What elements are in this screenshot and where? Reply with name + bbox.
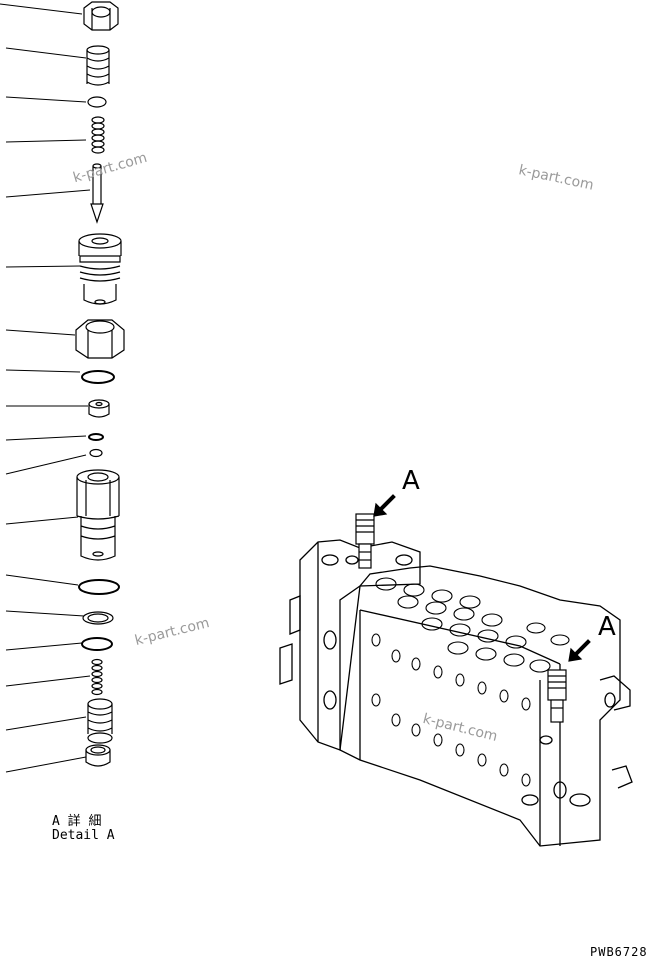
relief-valve-upper [355, 513, 375, 569]
relief-valve-right [547, 669, 567, 723]
small-oring-4 [89, 448, 103, 458]
detail-title-jp: A 詳 細 [52, 814, 102, 829]
oring-2 [81, 370, 115, 384]
spring-plug [86, 45, 110, 86]
hex-nut-large [75, 319, 125, 359]
threaded-plug [87, 698, 113, 744]
drawing-code: PWB6728 [590, 945, 648, 959]
hex-nut-top [83, 1, 119, 31]
valve-body-lower [76, 469, 120, 561]
small-oring-3 [88, 433, 104, 441]
small-oring-1 [87, 96, 107, 108]
small-spring [91, 116, 105, 154]
leader-lines [0, 3, 91, 773]
cap-plug [88, 399, 110, 418]
arrow-icon [373, 494, 396, 517]
backup-ring [82, 611, 114, 625]
poppet-needle [90, 163, 104, 224]
oring-5 [78, 579, 120, 595]
arrow-icon [568, 639, 591, 662]
oring-6 [81, 637, 113, 651]
callout-letter: A [598, 612, 616, 642]
spring-lower [91, 658, 103, 696]
bottom-cap [85, 744, 111, 767]
valve-seat-upper [78, 233, 122, 305]
detail-title-en: Detail A [52, 828, 115, 843]
control-valve-assembly [279, 539, 633, 847]
callout-letter: A [402, 466, 420, 496]
